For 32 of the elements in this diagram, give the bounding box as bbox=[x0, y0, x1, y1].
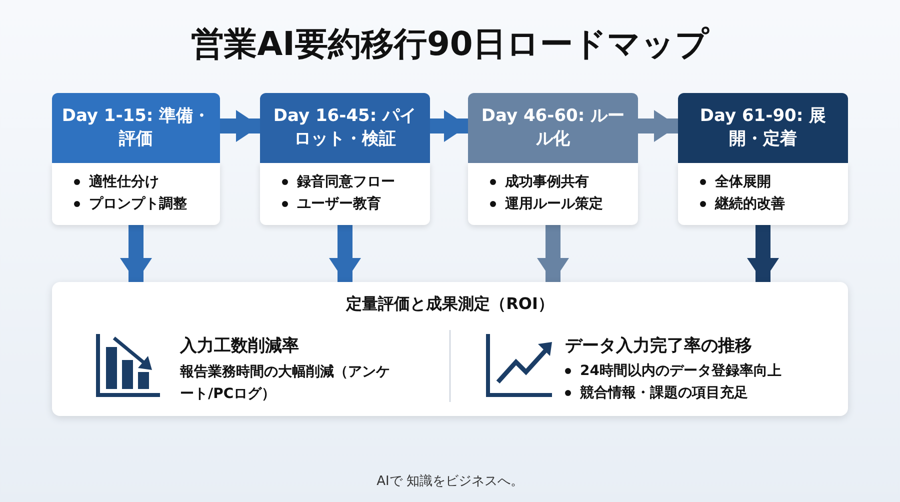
bullet-item: プロンプト調整 bbox=[74, 195, 187, 213]
bullet-item: 24時間以内のデータ登録率向上 bbox=[565, 362, 782, 380]
block-arrow bbox=[329, 225, 361, 282]
metric-title: データ入力完了率の推移 bbox=[565, 335, 752, 357]
block-arrow bbox=[120, 225, 152, 282]
phase-heading: Day 16-45: パイロット・検証 bbox=[260, 93, 430, 163]
metric-description: 報告業務時間の大幅削減（アンケート/PCログ） bbox=[180, 363, 391, 404]
phase-card bbox=[678, 93, 848, 225]
phase-card bbox=[468, 93, 638, 225]
block-arrow bbox=[537, 225, 569, 282]
block-arrow bbox=[220, 110, 260, 142]
tagline: AIで 知識をビジネスへ。 bbox=[376, 473, 524, 490]
phase-card bbox=[260, 93, 430, 225]
phase-heading: Day 1-15: 準備・評価 bbox=[52, 93, 220, 163]
bullet-item: 適性仕分け bbox=[74, 173, 159, 191]
bullet-item: 継続的改善 bbox=[700, 195, 785, 213]
block-arrow bbox=[747, 225, 779, 282]
metric-title: 入力工数削減率 bbox=[180, 335, 299, 357]
panel-heading: 定量評価と成果測定（ROI） bbox=[344, 294, 555, 315]
bullet-item: 録音同意フロー bbox=[282, 173, 395, 191]
phase-card bbox=[52, 93, 220, 225]
bullet-item: 成功事例共有 bbox=[490, 173, 589, 191]
result-panel bbox=[52, 282, 848, 416]
bullet-item: 全体展開 bbox=[700, 173, 771, 191]
title: 営業AI要約移行90日ロードマップ bbox=[190, 23, 710, 65]
phase-heading: Day 61-90: 展開・定着 bbox=[678, 93, 848, 163]
block-arrow bbox=[638, 110, 678, 142]
phase-heading: Day 46-60: ルール化 bbox=[468, 93, 638, 163]
block-arrow bbox=[430, 110, 468, 142]
bullet-item: ユーザー教育 bbox=[282, 195, 381, 213]
bullet-item: 競合情報・課題の項目充足 bbox=[565, 384, 748, 402]
bullet-item: 運用ルール策定 bbox=[490, 195, 603, 213]
